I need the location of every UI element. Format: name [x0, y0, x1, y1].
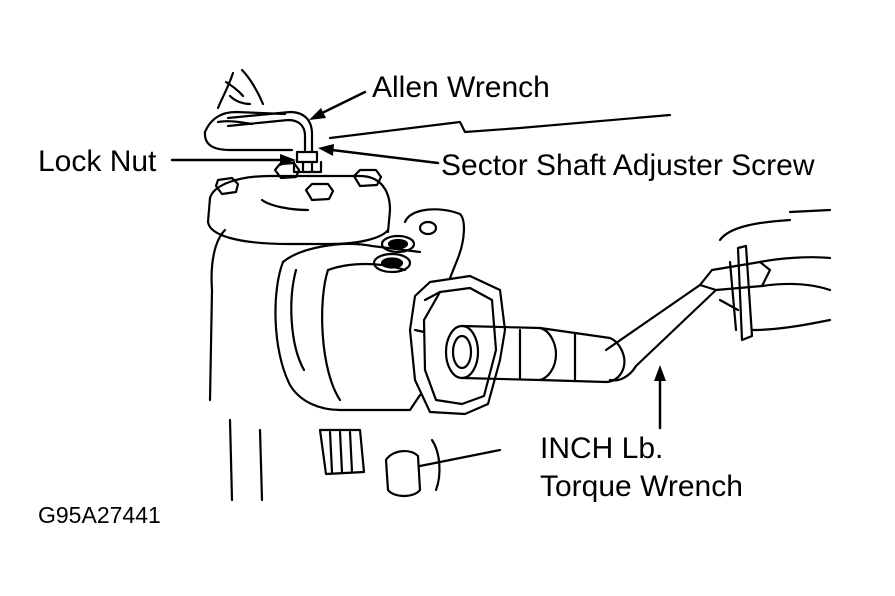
torque-wrench-leader: [654, 365, 666, 430]
lock-nut: [292, 150, 323, 174]
leader-lines: [170, 90, 666, 430]
hand-right: [718, 208, 832, 332]
allen-wrench: [226, 110, 314, 152]
allen-wrench-label: Allen Wrench: [372, 71, 550, 104]
input-shaft: [444, 324, 626, 384]
sector-shaft-leader: [318, 144, 440, 165]
flange-plate: [408, 274, 507, 416]
gear-housing: [208, 208, 465, 412]
pitman-shaft: [228, 418, 502, 502]
hand-top-left: [203, 68, 294, 152]
allen-wrench-leader: [309, 90, 367, 120]
figure-id: G95A27441: [38, 502, 161, 528]
lock-nut-leader: [170, 154, 296, 166]
inch-lb-label: INCH Lb.: [540, 432, 664, 465]
sector-shaft-adjuster-screw-label: Sector Shaft Adjuster Screw: [441, 149, 815, 182]
torque-wrench-label: Torque Wrench: [540, 470, 743, 503]
background-line: [328, 113, 672, 140]
torque-wrench: [604, 244, 772, 382]
sector-cover: [206, 161, 392, 246]
lock-nut-label: Lock Nut: [38, 145, 157, 178]
